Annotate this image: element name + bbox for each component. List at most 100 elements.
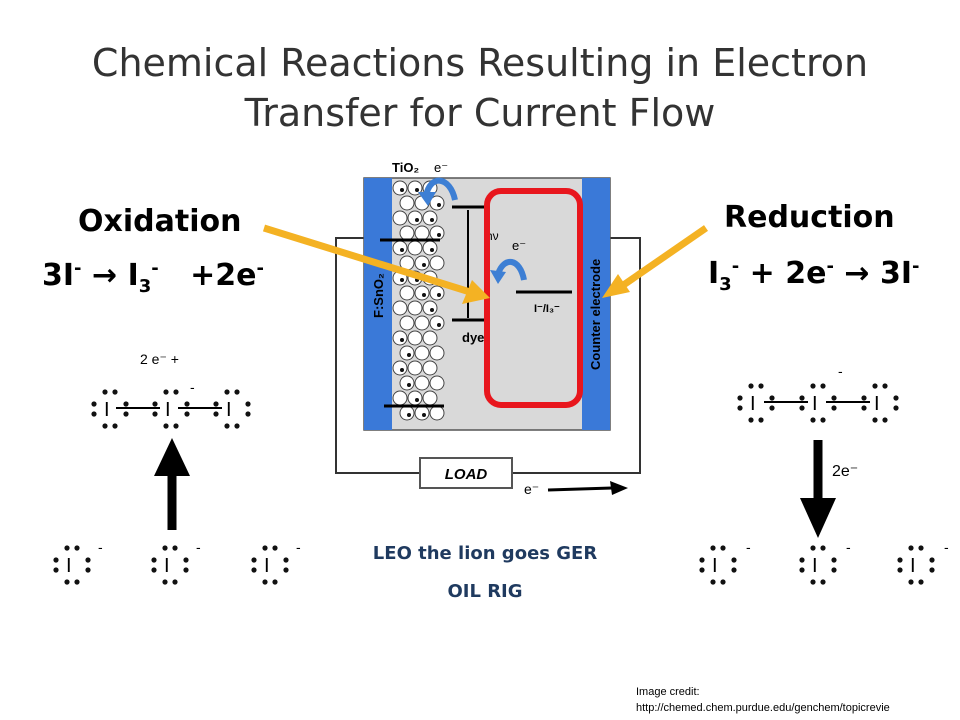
lone-pair-dot: [897, 567, 903, 573]
tio2-particle: [399, 375, 415, 391]
electron-flow-label: e⁻: [524, 481, 539, 497]
lone-pair-dot: [831, 567, 837, 573]
tio2-particle: [392, 390, 408, 406]
lone-pair-dot: [91, 411, 97, 417]
right-triiodide: - I I I: [750, 363, 880, 415]
oxidation-heading: Oxidation: [78, 204, 242, 239]
mnemonic-line-2: OIL RIG: [447, 581, 523, 602]
right-tri-atom-3: I: [874, 393, 880, 415]
lone-pair-dot: [908, 579, 914, 585]
dye-molecule-dot: [437, 323, 441, 327]
lone-pair-dot: [831, 557, 837, 563]
right-iodide-2-charge: -: [846, 539, 851, 555]
reduction-heading: Reduction: [724, 200, 895, 235]
dye-molecule-dot: [407, 353, 411, 357]
dye-molecule-dot: [415, 218, 419, 222]
right-tri-atom-2: I: [812, 393, 818, 415]
dye-molecule-dot: [437, 203, 441, 207]
regeneration-curved-arrow: [495, 259, 527, 281]
lone-pair-dot: [151, 567, 157, 573]
lone-pair-dot: [262, 545, 268, 551]
lone-pair-dot: [799, 567, 805, 573]
tio2-particle: [414, 345, 430, 361]
left-iodide-3-charge: -: [296, 539, 301, 555]
tio2-particle: [422, 240, 438, 256]
injection-curved-arrow: [423, 177, 458, 201]
lone-pair-dot: [151, 557, 157, 563]
inner-electron-label: e⁻: [512, 238, 526, 253]
left-electron-count: 2 e⁻ +: [140, 351, 179, 367]
lone-pair-dot: [758, 383, 764, 389]
lone-pair-dot: [861, 405, 867, 411]
lone-pair-dot: [251, 557, 257, 563]
lone-pair-dot: [720, 545, 726, 551]
tio2-particle: [429, 195, 445, 211]
anode-electrode: [364, 178, 392, 430]
lone-pair-dot: [882, 383, 888, 389]
dye-molecule-dot: [400, 248, 404, 252]
tio2-label: TiO₂: [392, 160, 419, 175]
tio2-particle: [392, 330, 408, 346]
lone-pair-dot: [213, 401, 219, 407]
lone-pair-dot: [929, 567, 935, 573]
lone-pair-dot: [173, 389, 179, 395]
tio2-particle: [429, 345, 445, 361]
left-tri-charge: -: [190, 379, 195, 395]
lone-pair-dot: [224, 389, 230, 395]
load-box: [419, 457, 513, 489]
tio2-particle: [429, 405, 445, 421]
lone-pair-dot: [737, 395, 743, 401]
tio2-particle: [429, 315, 445, 331]
lone-pair-dot: [918, 579, 924, 585]
lone-pair-dot: [85, 567, 91, 573]
left-triiodide: 2 e⁻ + - I I I: [104, 351, 232, 421]
tio2-particle: [414, 315, 430, 331]
lone-pair-dot: [102, 423, 108, 429]
electron-flow-arrowhead: [610, 481, 628, 495]
lone-pair-dot: [245, 401, 251, 407]
lone-pair-dot: [929, 557, 935, 563]
lone-pair-dot: [748, 417, 754, 423]
left-iodide-ions: I - I - I -: [66, 539, 301, 577]
lone-pair-dot: [831, 395, 837, 401]
tio2-particle: [399, 345, 415, 361]
tio2-particle: [399, 315, 415, 331]
left-up-arrowhead: [154, 438, 190, 476]
dye-label: dye: [462, 330, 484, 345]
lone-pair-dot: [731, 567, 737, 573]
lone-pair-dot: [172, 545, 178, 551]
lone-pair-dot: [272, 579, 278, 585]
dye-molecule-dot: [400, 188, 404, 192]
lone-pair-dot: [64, 579, 70, 585]
lone-pair-dot: [162, 579, 168, 585]
lone-pair-dot: [112, 423, 118, 429]
tio2-particle: [392, 360, 408, 376]
lone-pair-dot: [820, 545, 826, 551]
lone-pair-dot: [861, 395, 867, 401]
credit-line-2: http://chemed.chem.purdue.edu/genchem/to…: [636, 702, 890, 714]
lone-pair-dot: [102, 389, 108, 395]
lone-pair-dot: [272, 545, 278, 551]
tio2-particle: [414, 255, 430, 271]
ox-arrow: →: [91, 258, 118, 293]
tio2-particle: [407, 180, 423, 196]
lone-pair-dot: [710, 579, 716, 585]
lone-pair-dot: [234, 389, 240, 395]
slide-title: Chemical Reactions Resulting in Electron…: [0, 38, 960, 138]
tio2-particle: [407, 300, 423, 316]
lone-pair-dot: [820, 383, 826, 389]
tio2-particle: [399, 195, 415, 211]
tio2-particle: [392, 210, 408, 226]
left-iodide-2-charge: -: [196, 539, 201, 555]
right-tri-atom-1: I: [750, 393, 756, 415]
left-iodide-3: I: [264, 555, 270, 577]
dye-molecule-dot: [430, 218, 434, 222]
dye-molecule-dot: [430, 308, 434, 312]
lone-pair-dot: [710, 545, 716, 551]
title-line-2: Transfer for Current Flow: [244, 91, 716, 135]
lone-pair-dot: [872, 417, 878, 423]
dye-molecule-dot: [400, 278, 404, 282]
ox-reactant: 3I: [42, 258, 75, 293]
lone-pair-dot: [893, 395, 899, 401]
